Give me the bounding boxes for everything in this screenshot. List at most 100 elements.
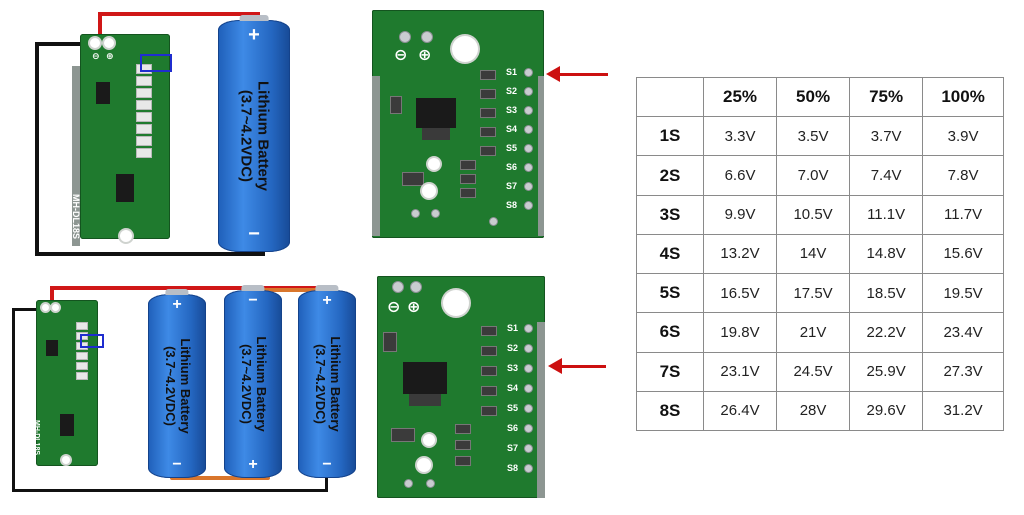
pin-s1: S1: [506, 67, 518, 77]
neg-terminal-label: ⊖: [92, 51, 100, 61]
black-wire-left: [12, 308, 15, 492]
pin-s6: S6: [507, 423, 519, 433]
red-wire-drop: [50, 286, 54, 310]
table-cell: 19.5V: [922, 273, 1004, 314]
series-link-bottom: [170, 476, 270, 480]
table-cell: 11.7V: [922, 194, 1004, 235]
table-row: 5S 16.5V 17.5V 18.5V 19.5V: [636, 273, 1004, 314]
table-row: 3S 9.9V 10.5V 11.1V 11.7V: [636, 194, 1004, 235]
table-cell: 3.9V: [922, 116, 1004, 157]
battery-label: Lithium Battery (3.7~4.2VDC): [237, 80, 272, 192]
neg-terminal-label: ⊖: [394, 47, 408, 64]
s1-highlight-box: [140, 54, 172, 72]
pin-s2: S2: [507, 343, 519, 353]
battery-2: − Lithium Battery (3.7~4.2VDC) +: [224, 285, 282, 478]
table-cell: 6.6V: [702, 155, 778, 196]
black-wire-right: [325, 472, 328, 492]
table-header-corner: [636, 76, 704, 118]
table-header-25: 25%: [702, 76, 778, 118]
table-row: 6S 19.8V 21V 22.2V 23.4V: [636, 312, 1004, 353]
pin-s3: S3: [506, 105, 518, 115]
module-brand: MH-ET LIVE: [28, 400, 34, 434]
black-wire-top: [35, 42, 85, 46]
module-model: MH-DL18S: [71, 194, 81, 240]
pin-s8: S8: [506, 200, 518, 210]
table-cell: 14V: [776, 233, 851, 275]
red-wire-drop: [98, 12, 102, 42]
row-label: 5S: [636, 273, 704, 314]
table-cell: 19.8V: [702, 312, 778, 353]
arrow-bottom-head: [548, 358, 562, 374]
black-wire-bottom: [12, 489, 328, 492]
table-cell: 22.2V: [849, 312, 924, 353]
table-cell: 31.2V: [922, 390, 1004, 432]
table-cell: 27.3V: [922, 351, 1004, 392]
table-row: 4S 13.2V 14V 14.8V 15.6V: [636, 233, 1004, 275]
pin-s7: S7: [507, 443, 519, 453]
red-wire: [50, 286, 324, 290]
module-model: MH-DL18S: [33, 420, 40, 456]
row-label: 1S: [636, 116, 704, 157]
table-header-row: 25% 50% 75% 100%: [636, 76, 1004, 118]
red-wire: [98, 12, 260, 16]
pos-terminal-label: ⊕: [106, 51, 114, 61]
table-header-100: 100%: [922, 76, 1004, 118]
table-cell: 24.5V: [776, 351, 851, 392]
arrow-top-shaft: [560, 73, 608, 76]
battery: + Lithium Battery (3.7~4.2VDC) −: [218, 15, 290, 252]
black-wire-left: [35, 42, 39, 256]
pin-s4: S4: [506, 124, 518, 134]
battery-plus: +: [248, 24, 260, 46]
pos-terminal-label: ⊕: [418, 47, 432, 64]
table-header-50: 50%: [776, 76, 851, 118]
indicator-module: ⊖ ⊕ MH-DL18S MH-ET LIVE: [65, 34, 172, 246]
table-cell: 26.4V: [702, 390, 778, 432]
voltage-table: 25% 50% 75% 100% 1S 3.3V 3.5V 3.7V 3.9V …: [636, 76, 1004, 432]
table-cell: 29.6V: [849, 390, 924, 432]
table-cell: 25.9V: [849, 351, 924, 392]
pos-terminal-label: ⊕: [407, 299, 421, 316]
table-cell: 16.5V: [702, 273, 778, 314]
row-label: 3S: [636, 194, 704, 235]
closeup-board-top: ⊖ ⊕ S1 S2 S3 S4 S5 S6 S7 S8: [372, 10, 544, 238]
table-cell: 17.5V: [776, 273, 851, 314]
arrow-bottom-shaft: [562, 365, 606, 368]
pin-s6: S6: [506, 162, 518, 172]
table-cell: 23.4V: [922, 312, 1004, 353]
row-label: 6S: [636, 312, 704, 353]
table-cell: 28V: [776, 390, 851, 432]
table-cell: 21V: [776, 312, 851, 353]
table-row: 8S 26.4V 28V 29.6V 31.2V: [636, 390, 1004, 432]
pin-s2: S2: [506, 86, 518, 96]
pin-s8: S8: [507, 463, 519, 473]
wiring-3s-photo: MH-DL18S MH-ET LIVE + Lithium Battery (3…: [0, 270, 360, 510]
table-row: 1S 3.3V 3.5V 3.7V 3.9V: [636, 116, 1004, 157]
table-cell: 9.9V: [702, 194, 778, 235]
table-cell: 7.8V: [922, 155, 1004, 196]
row-label: 8S: [636, 390, 704, 432]
table-cell: 7.0V: [776, 155, 851, 196]
arrow-top-head: [546, 66, 560, 82]
indicator-module: MH-DL18S MH-ET LIVE: [28, 300, 104, 466]
table-cell: 23.1V: [702, 351, 778, 392]
pin-s7: S7: [506, 181, 518, 191]
table-cell: 3.7V: [849, 116, 924, 157]
battery-3: + Lithium Battery (3.7~4.2VDC) −: [298, 285, 356, 478]
wiring-1s-photo: ⊖ ⊕ MH-DL18S MH-ET LIVE + Lithium Batter…: [0, 0, 300, 265]
row-label: 2S: [636, 155, 704, 196]
series-link-top: [244, 288, 324, 292]
pin-s5: S5: [506, 143, 518, 153]
closeup-board-bottom: ⊖ ⊕ S1 S2 S3 S4 S5 S6 S7 S8: [377, 276, 545, 498]
table-header-75: 75%: [849, 76, 924, 118]
black-wire-bottom: [35, 252, 265, 256]
pin-s4: S4: [507, 383, 519, 393]
table-cell: 15.6V: [922, 233, 1004, 275]
s3-highlight-box: [80, 334, 104, 348]
black-wire-top: [12, 308, 44, 311]
table-cell: 13.2V: [702, 233, 778, 275]
table-cell: 14.8V: [849, 233, 924, 275]
table-cell: 18.5V: [849, 273, 924, 314]
battery-1: + Lithium Battery (3.7~4.2VDC) −: [148, 289, 206, 478]
table-cell: 11.1V: [849, 194, 924, 235]
module-brand: MH-ET LIVE: [65, 154, 72, 194]
